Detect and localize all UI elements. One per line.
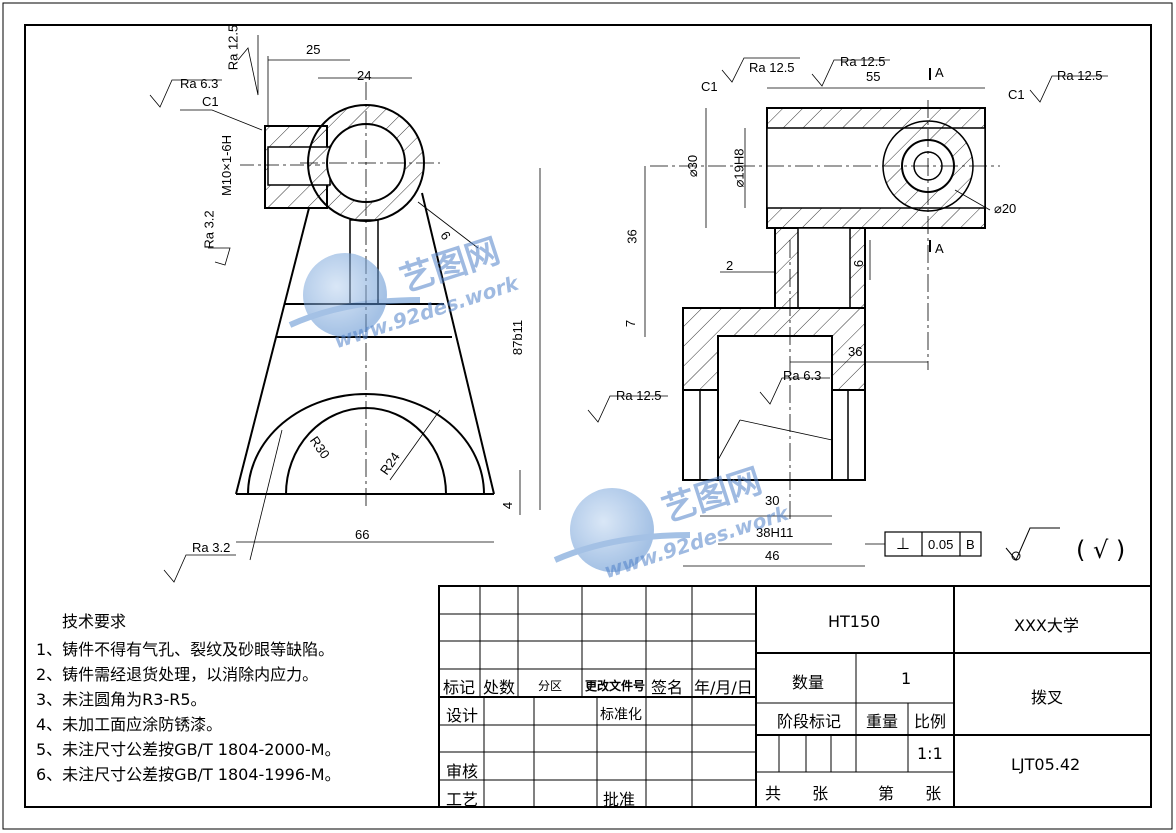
tech-req-title: 技术要求 [62, 612, 127, 631]
dim-dia-30: ⌀30 [685, 154, 701, 178]
tech-req-item-5: 5、未注尺寸公差按GB/T 1804-2000-M。 [36, 740, 341, 759]
tech-req-item-1: 1、铸件不得有气孔、裂纹及砂眼等缺陷。 [36, 640, 335, 659]
dim-c1-left: C1 [701, 79, 718, 94]
tb-scale-label: 比例 [914, 712, 947, 731]
front-view [149, 35, 541, 583]
tech-req-item-6: 6、未注尺寸公差按GB/T 1804-1996-M。 [36, 765, 341, 784]
tb-approve: 批准 [603, 790, 636, 809]
tb-design: 设计 [446, 706, 479, 725]
dim-30: 30 [765, 493, 780, 508]
surface-general: ( √ ) [1076, 536, 1126, 564]
dim-c1-front: C1 [202, 94, 219, 109]
tb-count: 处数 [483, 678, 516, 697]
dim-36-vert: 36 [624, 229, 640, 244]
dim-38h11: 38H11 [756, 525, 794, 540]
tolerance-value: 0.05 [928, 537, 954, 552]
tb-weight: 重量 [866, 712, 899, 731]
dim-ra-6-3: Ra 6.3 [180, 76, 219, 91]
tb-stage: 阶段标记 [777, 712, 842, 731]
tb-mark: 标记 [443, 678, 476, 697]
dim-ra-12-5-vertical: Ra 12.5 [225, 24, 241, 71]
dim-25: 25 [306, 42, 321, 57]
tolerance-datum: B [966, 537, 975, 552]
title-block-grid [438, 585, 1152, 808]
tb-qty-label: 数量 [792, 673, 825, 692]
dim-ra-6-3-inner: Ra 6.3 [783, 368, 822, 383]
tb-total-sheets: 共 张 [765, 784, 829, 803]
watermark-1 [288, 253, 421, 337]
tb-qty-value: 1 [901, 669, 912, 688]
dim-thread: M10×1-6H [219, 134, 235, 197]
dim-46: 46 [765, 548, 780, 563]
dim-4: 4 [500, 501, 516, 510]
dim-36-horiz: 36 [848, 344, 863, 359]
dim-87b11: 87b11 [510, 319, 526, 356]
tech-req-item-3: 3、未注圆角为R3-R5。 [36, 690, 207, 709]
section-a-bottom: A [935, 241, 944, 256]
tb-sign: 签名 [651, 678, 684, 697]
dim-24: 24 [357, 68, 372, 83]
dim-ra-12-5-tl: Ra 12.5 [749, 60, 795, 75]
tb-zone: 分区 [538, 679, 563, 693]
dim-ra-12-5-tm: Ra 12.5 [840, 54, 886, 69]
dim-ra-3-2-left: Ra 3.2 [201, 210, 217, 249]
dim-2: 2 [726, 258, 734, 273]
dim-ra-3-2-bottom: Ra 3.2 [192, 540, 231, 555]
tb-sheet-no: 第 张 [878, 784, 942, 803]
side-view [587, 57, 1108, 567]
dim-6-side: 6 [851, 259, 867, 268]
tb-process: 工艺 [446, 790, 479, 809]
tb-scale-value: 1:1 [917, 744, 943, 763]
tech-req-item-2: 2、铸件需经退货处理，以消除内应力。 [36, 665, 319, 684]
dim-dia-20: ⌀20 [994, 201, 1017, 216]
tolerance-symbol: ⊥ [896, 536, 910, 553]
tb-part-name: 拨叉 [1031, 688, 1064, 707]
tb-doc: 更改文件号 [585, 679, 646, 693]
tb-drawing-no: LJT05.42 [1011, 755, 1081, 774]
tb-review: 审核 [446, 762, 479, 781]
dim-55: 55 [866, 69, 881, 84]
dim-ra-12-5-left: Ra 12.5 [616, 388, 662, 403]
watermark-2 [553, 488, 691, 572]
dim-dia-19h8: ⌀19H8 [731, 148, 747, 188]
tech-req-item-4: 4、未加工面应涂防锈漆。 [36, 715, 223, 734]
dim-c1-right: C1 [1008, 87, 1025, 102]
tb-standard: 标准化 [600, 707, 642, 723]
dim-66: 66 [355, 527, 370, 542]
dim-7: 7 [623, 319, 639, 328]
tb-material: HT150 [828, 612, 881, 631]
tb-date: 年/月/日 [694, 678, 753, 697]
dim-ra-12-5-tr: Ra 12.5 [1057, 68, 1103, 83]
section-a-top: A [935, 65, 944, 80]
tb-school: XXX大学 [1014, 616, 1079, 635]
